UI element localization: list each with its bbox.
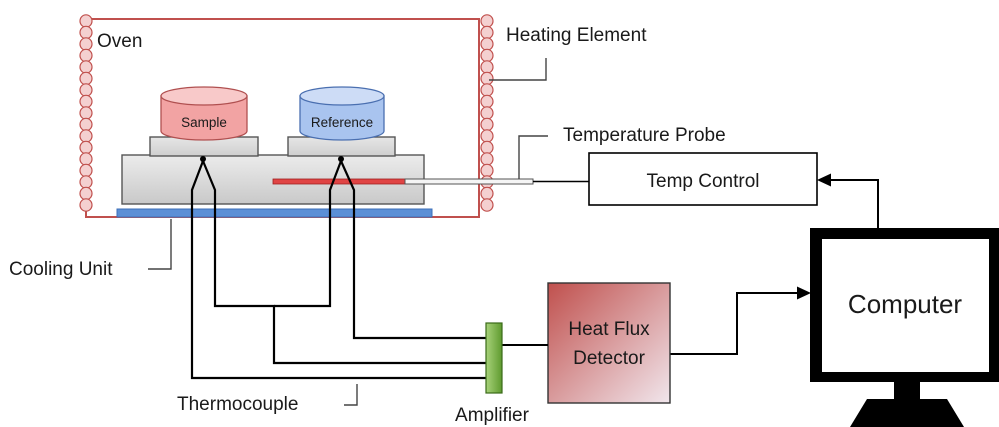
amplifier-label: Amplifier <box>455 405 530 426</box>
heating-element-label: Heating Element <box>506 25 647 46</box>
oven-label: Oven <box>97 31 142 52</box>
cooling-unit-leader <box>148 219 172 270</box>
heating-coil-loop <box>480 71 494 86</box>
sample-pan <box>160 86 248 141</box>
arrowhead-right-icon <box>797 286 811 300</box>
temperature-probe-heated <box>272 178 409 185</box>
computer-to-control-wire <box>830 179 879 228</box>
heating-coil-loop <box>480 25 494 40</box>
heating-coil-loop <box>79 129 93 143</box>
temp-control-box <box>588 152 818 206</box>
heating-coil-loop <box>480 198 494 212</box>
heating-coil-left <box>79 14 93 212</box>
thermocouple-label: Thermocouple <box>177 394 298 415</box>
cooling-unit-label: Cooling Unit <box>9 259 113 280</box>
reference-pan <box>299 86 385 141</box>
heating-coil-loop <box>480 186 494 201</box>
heat-flux-detector-label-line1: Heat Flux <box>568 319 650 340</box>
heating-coil-loop <box>480 83 494 97</box>
heating-coil-loop <box>480 152 494 166</box>
heat-flux-detector <box>547 282 671 404</box>
thermocouple-leader <box>344 384 358 406</box>
heating-coil-loop <box>480 140 494 155</box>
heating-coil-loop <box>79 48 93 63</box>
heating-coil-loop <box>480 129 494 143</box>
heating-coil-loop <box>79 198 93 212</box>
temperature-probe-leader <box>518 135 548 179</box>
heating-coil-loop <box>79 140 93 155</box>
detector-to-computer-wire <box>670 292 798 355</box>
amplifier <box>485 322 503 394</box>
heating-coil-loop <box>480 117 494 132</box>
heating-coil-loop <box>480 163 494 178</box>
heating-coil-loop <box>79 163 93 178</box>
sample-thermocouple-junction <box>200 156 206 162</box>
sample-label: Sample <box>181 115 227 130</box>
heating-coil-loop <box>79 117 93 132</box>
heating-coil-loop <box>79 152 93 166</box>
computer-monitor <box>810 228 999 427</box>
heat-flux-detector-label-line2: Detector <box>573 348 645 369</box>
heating-coil-loop <box>79 25 93 40</box>
heating-coil-loop <box>79 94 93 109</box>
heating-element-leader <box>489 58 547 81</box>
reference-label: Reference <box>311 115 373 130</box>
heating-coil-loop <box>480 48 494 63</box>
temperature-probe-label: Temperature Probe <box>563 125 726 146</box>
heating-coil-loop <box>480 14 494 28</box>
heating-coil-loop <box>79 83 93 97</box>
cooling-unit <box>116 208 433 218</box>
thermocouple-wires <box>190 160 486 380</box>
heating-coil-right <box>480 14 494 212</box>
heating-coil-loop <box>79 60 93 74</box>
heating-coil-loop <box>79 71 93 86</box>
heating-coil-loop <box>480 60 494 74</box>
computer-label: Computer <box>848 289 962 319</box>
heating-coil-loop <box>79 37 93 51</box>
heating-coil-loop <box>79 186 93 201</box>
heating-coil-loop <box>480 106 494 120</box>
heating-coil-loop <box>79 175 93 189</box>
arrowhead-left-icon <box>817 173 831 187</box>
heating-coil-loop <box>79 14 93 28</box>
heating-coil-loop <box>480 94 494 109</box>
heating-coil-loop <box>480 37 494 51</box>
reference-thermocouple-junction <box>338 156 344 162</box>
temperature-probe-rod <box>404 178 534 185</box>
temp-control-label: Temp Control <box>647 171 760 192</box>
heating-coil-loop <box>79 106 93 120</box>
